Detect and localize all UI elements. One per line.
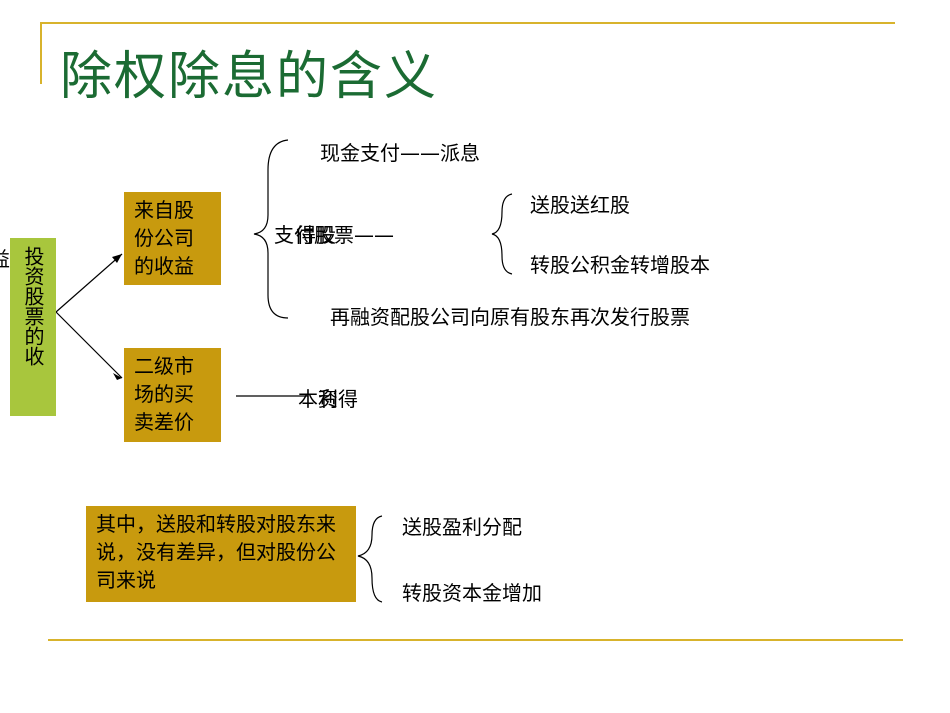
sub-transfer-shares: 转股公积金转增股本 [530,253,710,277]
bottom-rule [48,639,903,641]
slide-title: 除权除息的含义 [60,47,439,107]
branch-stock-overlap: 得股 [296,223,336,247]
investment-return-box: 投资股票的收 [10,238,56,416]
branch-cash-dividend: 现金支付——派息 [320,141,480,165]
note-bonus-shares: 送股盈利分配 [402,515,522,539]
investment-return-label: 投资股票的收 [21,246,45,366]
market-spread-box: 二级市场的买卖差价 [124,348,221,442]
top-rule [40,22,895,24]
branch-stock-dividend: 支付股票—— [274,223,394,247]
note-box: 其中，送股和转股对股东来说，没有差异，但对股份公司来说 [86,506,356,602]
left-label-cutoff: 益 [0,246,10,272]
sub-bonus-shares: 送股送红股 [530,193,630,217]
capital-gain-overlap: 资 [318,387,338,411]
left-rule [40,22,42,84]
company-income-box: 来自股份公司的收益 [124,192,221,285]
capital-gain-label: 本利得 [298,387,358,411]
branch-rights-issue: 再融资配股公司向原有股东再次发行股票 [330,305,690,329]
note-transfer-shares: 转股资本金增加 [402,581,542,605]
